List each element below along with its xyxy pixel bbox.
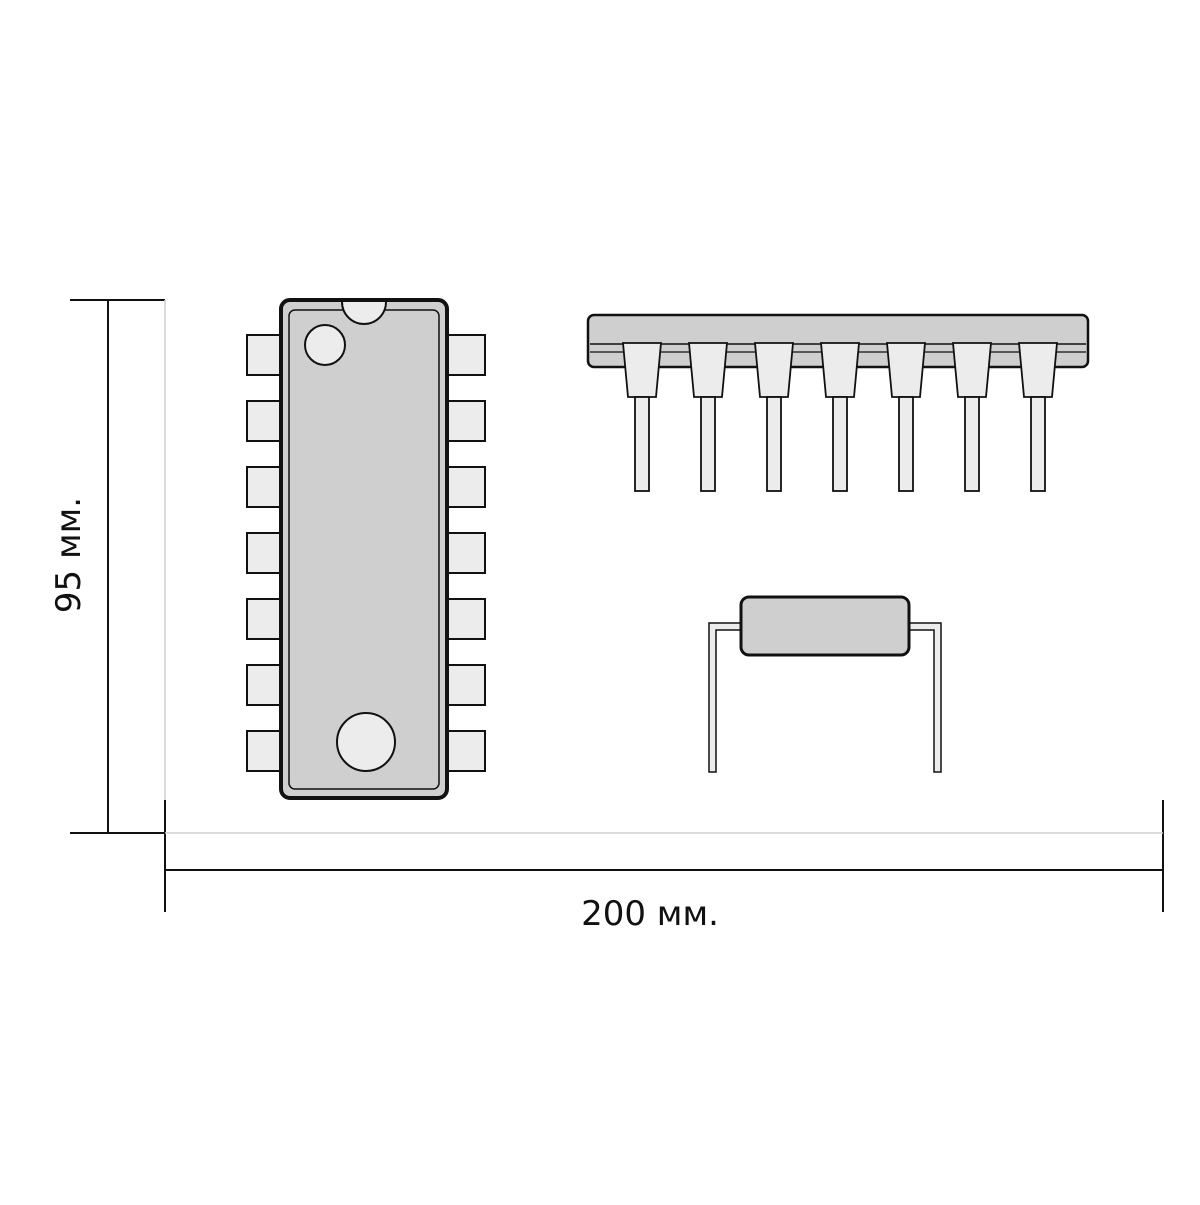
chip-pad-right [446, 400, 486, 442]
chip-body [279, 298, 449, 800]
chip-pad-left [246, 664, 284, 706]
chip-pad-left [246, 730, 284, 772]
chip-pad-left [246, 598, 284, 640]
side-pin [688, 342, 728, 492]
chip-pads [246, 334, 486, 772]
chip-orientation-notch [341, 301, 387, 325]
chip-side-pins [622, 342, 1058, 492]
chip-pad-right [446, 598, 486, 640]
width-label: 200 мм. [581, 894, 719, 934]
chip-top-view [246, 298, 486, 800]
side-pin [1018, 342, 1058, 492]
side-pin [952, 342, 992, 492]
chip-pad-left [246, 532, 284, 574]
width-dimension [164, 800, 1164, 912]
chip-pad-right [446, 730, 486, 772]
axial-lead-left [708, 622, 741, 773]
chip-pad-right [446, 664, 486, 706]
chip-pad-left [246, 334, 284, 376]
chip-pad-left [246, 400, 284, 442]
axial-body [739, 595, 911, 657]
side-pin [820, 342, 860, 492]
ejector-pin-mark-circle [336, 712, 396, 772]
chip-pad-right [446, 532, 486, 574]
height-dimension [70, 299, 166, 834]
chip-side-view [586, 313, 1090, 492]
side-pin [886, 342, 926, 492]
side-pin [622, 342, 662, 492]
chip-pad-right [446, 334, 486, 376]
chip-pad-right [446, 466, 486, 508]
chip-pad-left [246, 466, 284, 508]
pin1-marker-circle [304, 324, 346, 366]
side-pin [754, 342, 794, 492]
axial-lead-right [908, 622, 942, 773]
axial-component [708, 595, 942, 773]
height-label: 95 мм. [49, 497, 89, 613]
